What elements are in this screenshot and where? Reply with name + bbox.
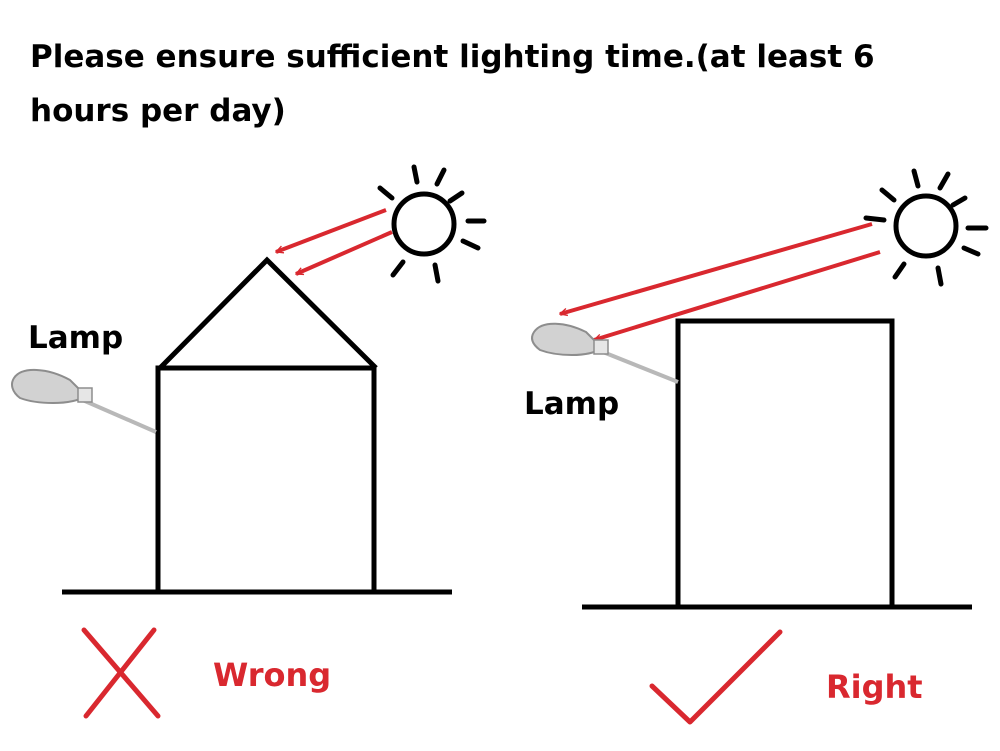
sun-ray-arrow bbox=[594, 250, 881, 340]
house-roof bbox=[158, 256, 378, 370]
sun-ray-arrow bbox=[276, 208, 387, 254]
verdict-right: Right bbox=[826, 668, 923, 706]
verdict-wrong: Wrong bbox=[213, 656, 332, 694]
street-lamp-icon bbox=[11, 368, 157, 434]
sun-ray-arrow bbox=[560, 222, 873, 314]
lamp-label-left: Lamp bbox=[28, 320, 124, 356]
cross-mark-icon bbox=[81, 627, 161, 719]
house-body bbox=[155, 365, 377, 595]
headline: Please ensure sufficient lighting time.(… bbox=[30, 39, 875, 129]
sun-icon bbox=[377, 164, 487, 284]
check-mark-icon bbox=[649, 629, 783, 725]
sun-ray-arrow bbox=[296, 230, 393, 276]
panel-right bbox=[531, 168, 989, 725]
street-lamp-icon bbox=[531, 322, 679, 384]
lamp-label-right: Lamp bbox=[524, 386, 620, 422]
sun-icon bbox=[863, 168, 989, 287]
flat-roof-building bbox=[675, 318, 895, 610]
panel-wrong bbox=[11, 164, 487, 719]
